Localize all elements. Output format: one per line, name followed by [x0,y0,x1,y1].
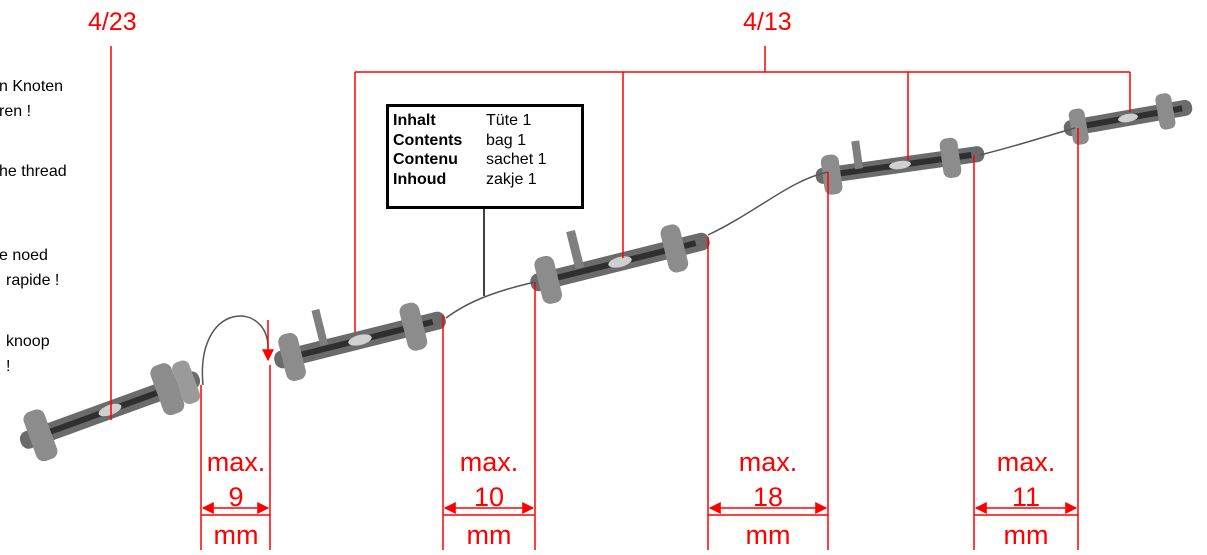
gap-4-value: 11 [1011,482,1041,512]
gap-1-value: 9 [228,482,244,512]
part-piece-2 [274,302,446,381]
side-note-4: e noed [0,247,48,264]
gap-4-unit: mm [1003,520,1049,550]
contents-label: Contenu [393,151,458,168]
side-note-6: knoop [6,333,50,350]
contents-value: bag 1 [486,131,527,149]
side-note-2: ren ! [0,103,32,120]
gap-1-prefix: max. [206,447,266,477]
gap-3-prefix: max. [738,447,798,477]
part-ref-right: 4/13 [743,8,792,36]
leader-lines [110,46,1131,420]
side-note-7: ! [6,358,11,375]
gap-3-value: 18 [752,482,784,512]
part-piece-4 [815,137,985,195]
gap-2-unit: mm [466,520,512,550]
gap-3-unit: mm [745,520,791,550]
side-note-5: rapide ! [6,272,60,289]
contents-row-contenu: Contenu sachet 1 [393,150,581,170]
contents-label: Inhoud [393,170,447,188]
contents-box: Inhalt Tüte 1 Contents bag 1 Contenu sac… [386,104,584,209]
side-note-1: n Knoten [0,78,64,95]
contents-value: sachet 1 [486,151,547,168]
gap-1-unit: mm [213,520,259,550]
thread [201,127,1076,386]
gap-2-value: 10 [473,482,505,512]
contents-row-inhoud: Inhoud zakje 1 [393,170,581,190]
contents-row-inhalt: Inhalt Tüte 1 [393,111,581,131]
contents-value: Tüte 1 [486,112,532,129]
dimension-lines [200,128,1079,550]
part-piece-3 [530,224,710,304]
contents-row-contents: Contents bag 1 [393,131,581,151]
part-ref-left: 4/23 [88,8,137,36]
part-piece-5 [1063,93,1193,145]
contents-label: Inhalt [393,112,436,129]
contents-value: zakje 1 [486,170,537,188]
part-piece-1 [19,360,201,462]
contents-label: Contents [393,131,463,149]
gap-4-prefix: max. [996,447,1056,477]
gap-2-prefix: max. [459,447,519,477]
side-note-3: he thread [0,163,67,180]
